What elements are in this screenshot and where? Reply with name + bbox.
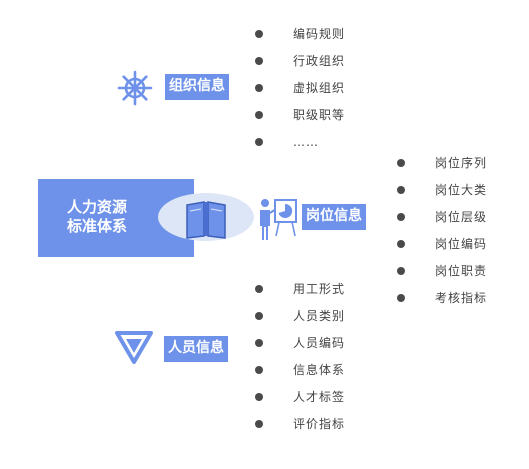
- list-item-text: 评价指标: [293, 417, 346, 431]
- triangle-down-icon: [115, 331, 153, 364]
- list-item-text: 人员编码: [293, 336, 346, 350]
- bullet-dot: [255, 339, 263, 347]
- bullet-dot: [255, 30, 263, 38]
- bullet-dot: [397, 240, 405, 248]
- list-item-text: 岗位层级: [435, 210, 488, 224]
- bullet-dot: [255, 138, 263, 146]
- bullet-dot: [397, 186, 405, 194]
- bullet-dot: [255, 366, 263, 374]
- bullet-dot: [255, 420, 263, 428]
- list-item-text: 行政组织: [293, 54, 346, 68]
- ship-wheel-icon: [117, 70, 153, 106]
- list-item-text: 编码规则: [293, 27, 346, 41]
- list-item-text: 岗位职责: [435, 264, 488, 278]
- category-label-job: 岗位信息: [302, 204, 366, 230]
- bullet-dot: [255, 285, 263, 293]
- bullet-dot: [397, 213, 405, 221]
- list-item-text: 职级职等: [293, 108, 346, 122]
- center-title: 人力资源 标准体系: [38, 198, 156, 236]
- list-item-text: 岗位大类: [435, 183, 488, 197]
- presenter-chart-icon: [260, 199, 297, 240]
- bullet-dot: [255, 84, 263, 92]
- bullet-dot: [397, 159, 405, 167]
- list-item-text: 考核指标: [435, 291, 488, 305]
- list-item-text: 岗位编码: [435, 237, 488, 251]
- bullet-dot: [255, 111, 263, 119]
- bullet-dot: [397, 267, 405, 275]
- center-title-line1: 人力资源: [66, 198, 127, 216]
- center-title-line2: 标准体系: [66, 217, 127, 235]
- list-item-text: 岗位序列: [435, 156, 488, 170]
- list-item-text: 人员类别: [293, 309, 346, 323]
- bullet-dot: [397, 294, 405, 302]
- list-item-text: 用工形式: [293, 282, 346, 296]
- bullet-dot: [255, 312, 263, 320]
- list-item-text: 虚拟组织: [293, 81, 346, 95]
- category-label-staff: 人员信息: [164, 336, 228, 362]
- bullet-dot: [255, 393, 263, 401]
- list-item-text: 人才标签: [293, 390, 346, 404]
- bullet-dot: [255, 57, 263, 65]
- category-label-org: 组织信息: [165, 74, 229, 100]
- list-item-text: 信息体系: [293, 363, 346, 377]
- book-icon: [186, 201, 226, 239]
- list-item-text: ……: [293, 135, 319, 149]
